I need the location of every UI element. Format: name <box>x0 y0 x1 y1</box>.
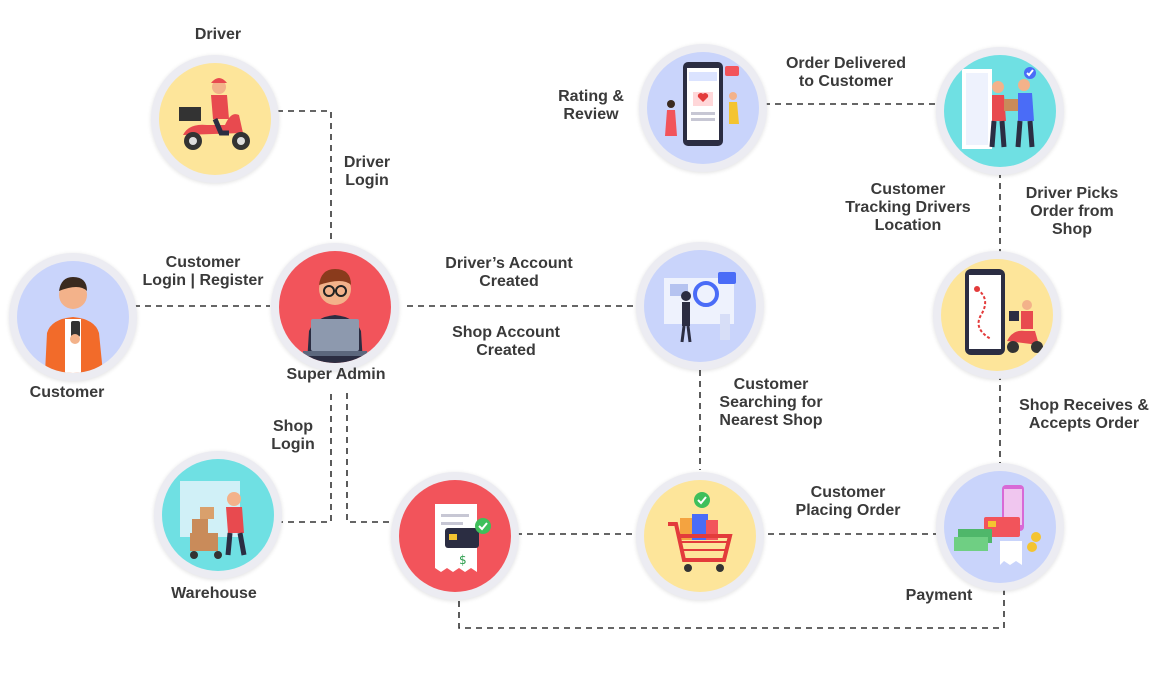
customer-login-label: Customer Login | Register <box>142 254 264 289</box>
scooter-rider-icon <box>179 78 250 150</box>
shop-search-node <box>636 242 764 370</box>
driver-node <box>151 55 279 183</box>
super-admin-node <box>271 243 399 371</box>
shopping-cart-icon <box>668 492 733 572</box>
rating-review-label: Rating & Review <box>558 88 624 123</box>
customer-searching-label: Customer Searching for Nearest Shop <box>719 376 823 429</box>
super-admin-label: Super Admin <box>286 366 386 383</box>
warehouse-label: Warehouse <box>171 585 257 602</box>
admin-laptop-icon <box>303 269 367 363</box>
tracking-node <box>933 251 1061 379</box>
warehouse-worker-icon <box>180 481 247 559</box>
customer-node <box>9 253 137 381</box>
shop-account-label: Shop Account Created <box>452 324 560 359</box>
receipt-card-icon: $ <box>435 504 491 572</box>
payment-node <box>936 463 1064 591</box>
order-delivered-label: Order Delivered to Customer <box>785 55 907 90</box>
door-delivery-icon <box>962 67 1036 149</box>
invoice-node: $ <box>391 472 519 600</box>
driver-label: Driver <box>194 26 242 43</box>
edge-driver-admin <box>277 110 332 250</box>
driver-picks-label: Driver Picks Order from Shop <box>1025 185 1119 238</box>
cart-node <box>636 472 764 600</box>
svg-text:$: $ <box>459 553 467 567</box>
edge-admin-invoice <box>346 393 392 523</box>
payment-label: Payment <box>905 587 973 604</box>
edge-invoice-payment <box>458 590 1005 629</box>
warehouse-node <box>154 451 282 579</box>
delivery-node <box>936 47 1064 175</box>
map-tracking-icon <box>965 269 1043 355</box>
tracking-label: Customer Tracking Drivers Location <box>845 181 971 234</box>
shop-receives-label: Shop Receives & Accepts Order <box>1019 397 1149 432</box>
payment-phone-icon <box>954 485 1041 565</box>
shop-login-label: Shop Login <box>271 418 315 453</box>
customer-placing-label: Customer Placing Order <box>795 484 901 519</box>
man-with-phone-icon <box>45 277 103 373</box>
review-node <box>639 44 767 172</box>
shop-search-icon <box>664 272 736 343</box>
driver-login-label: Driver Login <box>343 154 391 189</box>
review-phone-icon <box>665 62 739 146</box>
customer-label: Customer <box>29 384 105 401</box>
drivers-account-label: Driver’s Account Created <box>445 255 573 290</box>
edge-warehouse-admin <box>277 393 332 523</box>
